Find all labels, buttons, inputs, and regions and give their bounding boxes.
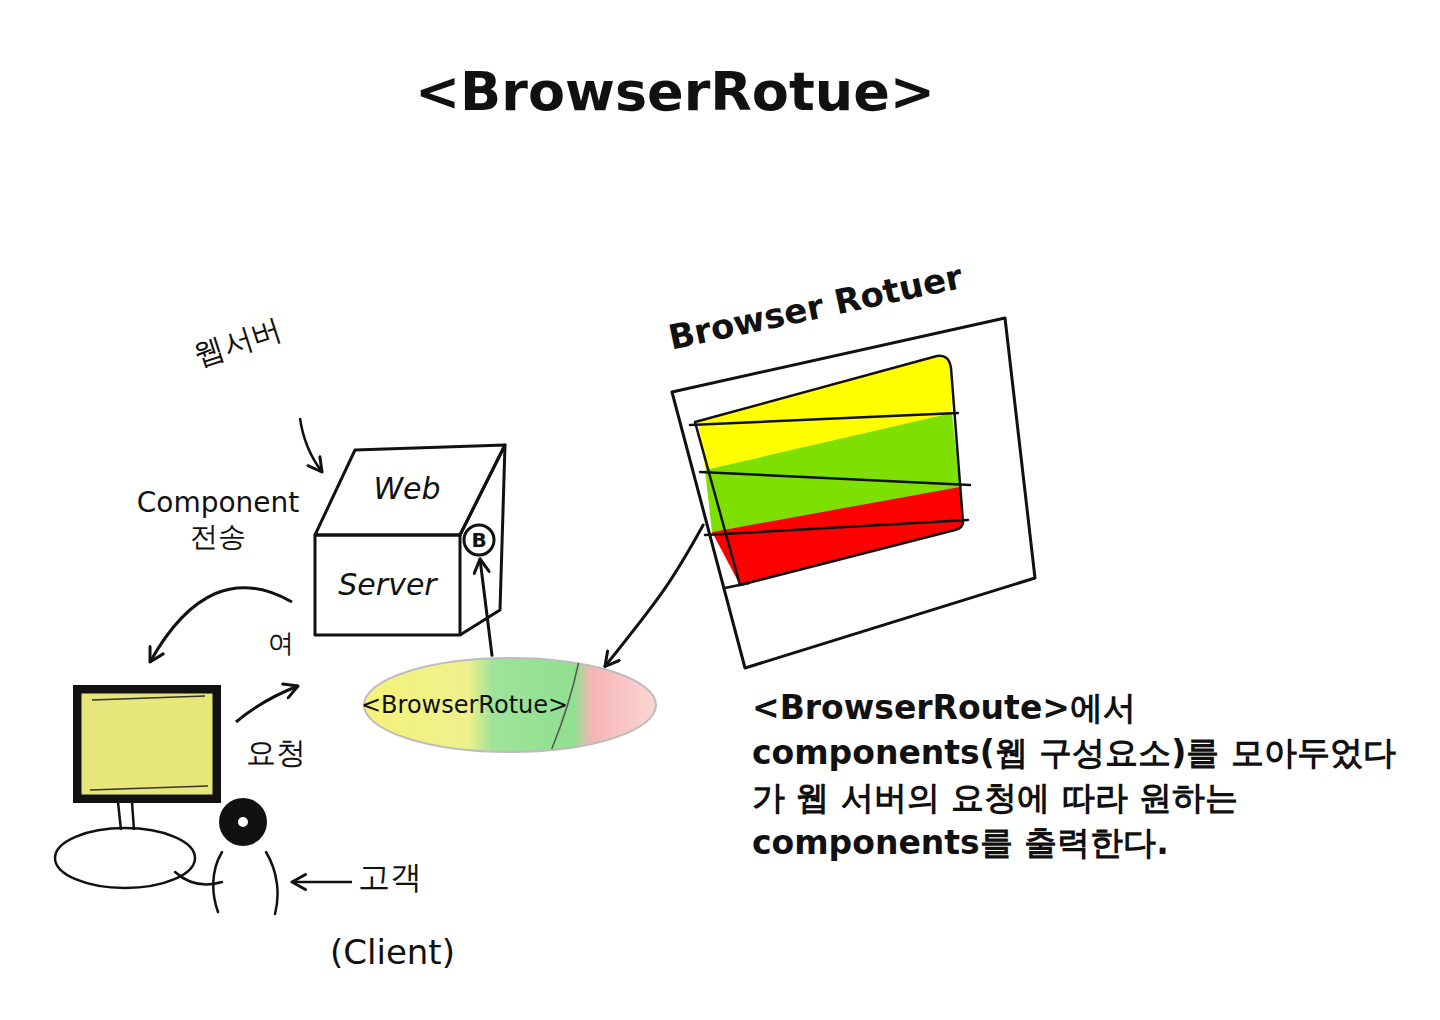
label-slot: Component 전송	[128, 486, 308, 553]
handwritten-note: 웹서버	[189, 311, 286, 373]
webserver-pointer	[300, 418, 322, 472]
text-slot: Web	[352, 471, 462, 506]
label-slot: 고객	[358, 858, 422, 896]
node-text: Web	[373, 471, 440, 506]
label-slot: 웹서버	[189, 311, 286, 373]
handwritten-note: 여	[268, 628, 294, 659]
node-text: Server	[338, 567, 436, 602]
label-slot: 요청	[246, 735, 306, 771]
connector-arrow	[605, 525, 703, 666]
diagram-title: <BrowserRotue>	[415, 60, 935, 123]
title-slot: <BrowserRotue>	[415, 60, 935, 123]
b-circle: B	[462, 523, 496, 557]
web-server-cube: WebServer B	[312, 443, 507, 640]
handwritten-note: 요청	[246, 735, 306, 771]
client-figure	[175, 798, 278, 914]
browser-route-ellipse: <BrowserRotue>	[361, 655, 659, 755]
label-slot: 여	[268, 628, 294, 659]
description-note: <BrowserRoute>에서 components(웹 구성요소)를 모아두…	[752, 686, 1402, 866]
monitor-drawing	[55, 686, 220, 888]
text-slot: Server	[315, 567, 460, 602]
handwritten-note: Component 전송	[128, 486, 308, 553]
node-text: B	[471, 528, 486, 552]
browser-router-panel: Browser Rotuer	[665, 270, 1045, 675]
connector-arrow	[480, 559, 492, 655]
handwritten-note: 고객	[358, 858, 422, 896]
client-pointer	[292, 881, 352, 884]
text-slot: <BrowserRotue>	[361, 691, 659, 719]
handwritten-note: (Client)	[330, 932, 455, 973]
node-text: <BrowserRotue>	[361, 691, 568, 719]
request-arrow	[236, 686, 298, 722]
label-slot: <BrowserRoute>에서 components(웹 구성요소)를 모아두…	[752, 686, 1402, 866]
text-slot: B	[462, 528, 496, 552]
label-slot: (Client)	[330, 932, 455, 973]
